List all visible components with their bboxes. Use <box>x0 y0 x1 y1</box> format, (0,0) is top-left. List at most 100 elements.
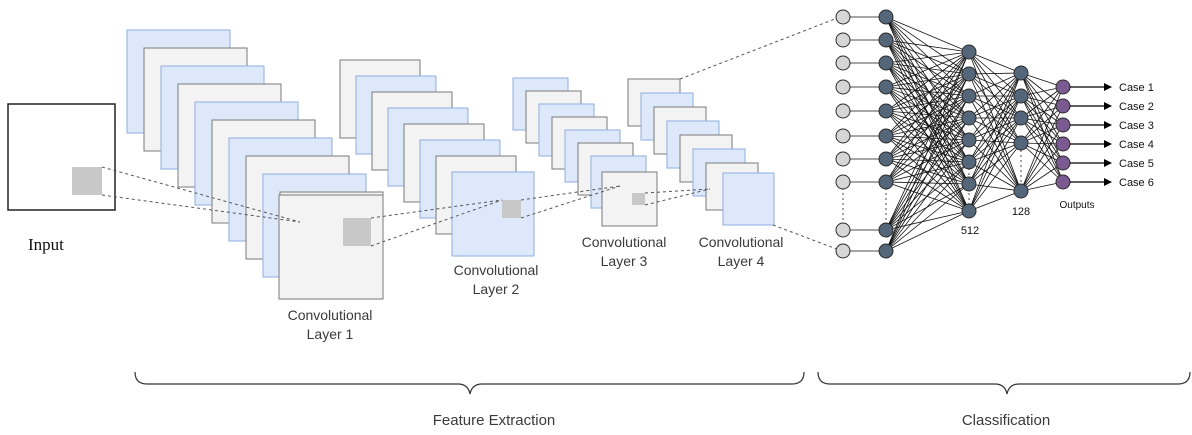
dense-edge <box>968 190 1022 212</box>
dense-edge <box>885 86 970 141</box>
dense-edge <box>885 95 970 252</box>
input-node <box>835 174 851 190</box>
dense-edge <box>968 51 1022 97</box>
dense-edge <box>968 117 1022 192</box>
flatten-node <box>878 174 894 190</box>
receptive-field-connectors <box>101 16 843 252</box>
dense-edge <box>968 117 1022 144</box>
dense-edge <box>1020 86 1064 119</box>
dense-edge <box>885 62 970 212</box>
dense-edge <box>1020 124 1064 144</box>
output-node <box>1055 79 1071 95</box>
receptive-field-patch <box>502 200 521 218</box>
connector-layer1-to-layer2-b <box>370 199 503 247</box>
input-node <box>835 103 851 119</box>
connector-layer2-to-layer3-b <box>520 185 621 219</box>
front-feature-map <box>451 171 535 257</box>
output-node <box>1055 136 1071 152</box>
dense-edge <box>885 158 970 185</box>
dense-edge <box>1020 72 1064 145</box>
dense-edge <box>885 51 970 160</box>
receptive-field-patch <box>343 218 371 246</box>
dense-edge <box>885 135 970 185</box>
dense-edge <box>885 51 970 64</box>
conv-layer-1-stack <box>126 29 384 300</box>
input-node <box>835 128 851 144</box>
front-feature-map <box>601 171 658 227</box>
dense-edge <box>968 72 1022 75</box>
output-class-label: Case 3 <box>1119 120 1154 132</box>
front-feature-map <box>722 172 775 226</box>
dense-edge <box>885 161 970 252</box>
conv1-label-line1: Convolutional <box>288 307 373 323</box>
conv4-label-line1: Convolutional <box>699 234 784 250</box>
dense-edge <box>885 39 970 75</box>
dense-edge <box>885 73 970 252</box>
dense-connections <box>842 16 1064 252</box>
flatten-node <box>878 128 894 144</box>
input-node <box>835 243 851 259</box>
dense-edge <box>968 142 1022 185</box>
dense-edge <box>1020 105 1064 192</box>
dense-edge <box>968 117 1022 212</box>
dense2-size-label: 128 <box>1012 206 1030 218</box>
connector-layer4-to-dense-bottom <box>772 224 843 252</box>
dense-128-node <box>1013 110 1029 126</box>
dense-512-node <box>961 110 977 126</box>
conv-layer-labels: Convolutional Layer 1 Convolutional Laye… <box>288 234 784 342</box>
dense-edge <box>885 139 970 252</box>
receptive-field-patch <box>632 193 645 205</box>
dense-128-node <box>1013 135 1029 151</box>
connector-input-to-layer1-a <box>101 166 301 223</box>
conv3-label-line2: Layer 3 <box>601 253 648 269</box>
dense-edge <box>1020 72 1064 107</box>
conv1-label-line2: Layer 1 <box>307 326 354 342</box>
dense-edge <box>885 158 970 163</box>
output-class-label: Case 1 <box>1119 82 1154 94</box>
dense-edge <box>885 183 970 252</box>
dense-labels: 512 128 Outputs <box>961 200 1095 237</box>
dense-edge <box>885 62 970 97</box>
input-block: Input <box>7 103 116 254</box>
dense-edge <box>885 110 970 163</box>
feature-extraction-brace <box>134 371 805 395</box>
dense-edge <box>1020 86 1064 144</box>
conv-layer-4-stack <box>627 78 775 226</box>
flatten-node <box>878 222 894 238</box>
dense-edge <box>885 110 970 119</box>
dense-edge <box>885 39 970 53</box>
dense-512-node <box>961 44 977 60</box>
dense-edge <box>885 62 970 185</box>
flatten-node <box>878 151 894 167</box>
input-node <box>835 151 851 167</box>
dense-edge <box>885 16 970 75</box>
dense-edge <box>885 86 970 185</box>
dense-edge <box>1020 143 1064 192</box>
dense1-size-label: 512 <box>961 225 979 237</box>
dense-edge <box>968 183 1022 192</box>
dense-edge <box>1020 72 1064 126</box>
conv2-label-line2: Layer 2 <box>473 281 520 297</box>
dense-512-node <box>961 132 977 148</box>
dense-edge <box>885 86 970 119</box>
dense-edge <box>1020 117 1064 145</box>
output-class-label: Case 6 <box>1119 177 1154 189</box>
dense-edge <box>885 62 970 119</box>
feature-extraction-label: Feature Extraction <box>433 412 556 429</box>
dense-edge <box>968 95 1022 185</box>
flatten-node <box>878 9 894 25</box>
input-patch <box>72 167 102 195</box>
output-node <box>1055 98 1071 114</box>
classification-brace <box>817 371 1191 395</box>
dense-edge <box>968 73 1022 192</box>
dense-edge <box>885 16 970 119</box>
dense-edge <box>885 139 970 183</box>
dense-edge <box>1020 162 1064 192</box>
conv3-label-line1: Convolutional <box>582 234 667 250</box>
output-class-label: Case 5 <box>1119 158 1154 170</box>
dense-edge <box>968 142 1022 163</box>
dense-edge <box>968 51 1022 144</box>
dense-edge <box>885 16 970 53</box>
input-node <box>835 55 851 71</box>
dense-edge <box>1020 117 1064 183</box>
